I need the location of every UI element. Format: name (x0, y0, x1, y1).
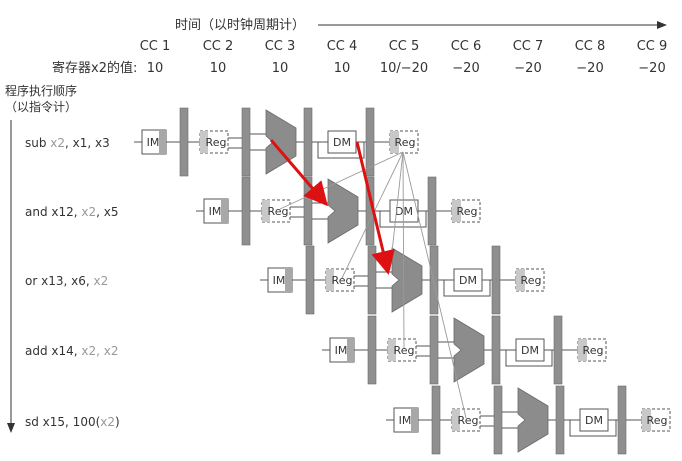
reg-label: Reg (395, 136, 416, 149)
pipeline-register (555, 385, 565, 455)
im-label: IM (335, 344, 348, 357)
instruction-label: add x14, x2, x2 (25, 344, 119, 358)
im-label: IM (273, 274, 286, 287)
reg-label: Reg (206, 136, 227, 149)
reg-label: Reg (268, 205, 289, 218)
cycle-labels: CC 1 CC 2 CC 3 CC 4 CC 5 CC 6 CC 7 CC 8 CC 9 (140, 39, 668, 54)
cycle-label: CC 8 (575, 39, 606, 54)
cycle-label: CC 6 (451, 39, 482, 54)
pipeline-register (431, 385, 441, 455)
pipeline-register (241, 176, 251, 246)
x2-value: 10 (210, 61, 227, 76)
pipeline-row: IM Reg DM Reg (196, 176, 481, 246)
x2-value: −20 (514, 61, 541, 76)
dm-label: DM (585, 414, 603, 427)
reg-label: Reg (332, 274, 353, 287)
time-axis-label: 时间（以时钟周期计） (175, 17, 305, 33)
x2-value-labels: 10 10 10 10 10/−20 −20 −20 −20 −20 (147, 61, 666, 76)
cycle-label: CC 4 (327, 39, 358, 54)
exec-order-label: 程序执行顺序 (5, 83, 77, 98)
pipeline-row: IM Reg DM Reg (260, 245, 545, 315)
pipeline-row: IM Reg DM Reg (386, 385, 671, 455)
cycle-label: CC 9 (637, 39, 668, 54)
x2-value: −20 (638, 61, 665, 76)
pipeline-register (303, 107, 313, 177)
cycle-label: CC 2 (203, 39, 234, 54)
exec-order-sublabel: （以指令计） (5, 99, 77, 114)
pipeline-register (491, 315, 501, 385)
alu (517, 387, 549, 453)
im-label: IM (399, 414, 412, 427)
pipeline-register (367, 245, 377, 315)
alu (453, 317, 485, 383)
pipeline-register (617, 385, 627, 455)
pipeline-row: IM Reg DM Reg (322, 315, 607, 385)
instruction-label: or x13, x6, x2 (25, 274, 108, 288)
x2-value: 10 (272, 61, 289, 76)
reg-label: Reg (457, 205, 478, 218)
dm-label: DM (521, 344, 539, 357)
reg-value-label: 寄存器x2的值: (52, 60, 137, 76)
forward-arrow (355, 141, 395, 275)
pipeline-register (179, 107, 189, 177)
reg-label: Reg (521, 274, 542, 287)
x2-value: −20 (452, 61, 479, 76)
x2-value: 10 (334, 61, 351, 76)
forward-arrow (269, 139, 328, 207)
pipeline-register (491, 245, 501, 315)
cycle-label: CC 5 (389, 39, 420, 54)
alu (327, 178, 359, 244)
pipeline-register (367, 315, 377, 385)
x2-value: −20 (576, 61, 603, 76)
reg-label: Reg (583, 344, 604, 357)
pipeline-register (427, 176, 437, 246)
alu (265, 109, 297, 175)
instruction-label: sub x2, x1, x3 (25, 136, 110, 150)
pipeline-row: IM Reg DM Reg (134, 107, 419, 177)
instruction-label: and x12, x2, x5 (25, 205, 119, 219)
pipeline-register (303, 176, 313, 246)
im-label: IM (209, 205, 222, 218)
x2-value: 10/−20 (380, 61, 428, 76)
pipeline-register (305, 245, 315, 315)
pipeline-register (241, 107, 251, 177)
reg-label: Reg (394, 344, 415, 357)
cycle-label: CC 7 (513, 39, 544, 54)
pipeline-register (553, 315, 563, 385)
im-label: IM (147, 136, 160, 149)
x2-value: 10 (147, 61, 164, 76)
reg-label: Reg (458, 414, 479, 427)
pipeline-register (493, 385, 503, 455)
dm-label: DM (333, 136, 351, 149)
dm-label: DM (459, 274, 477, 287)
reg-label: Reg (647, 414, 668, 427)
alu (391, 247, 423, 313)
pipeline-register (429, 245, 439, 315)
cycle-label: CC 1 (140, 39, 171, 54)
pipeline-register (429, 315, 439, 385)
instruction-label: sd x15, 100(x2) (25, 415, 120, 429)
dm-label: DM (395, 205, 413, 218)
cycle-label: CC 3 (265, 39, 296, 54)
